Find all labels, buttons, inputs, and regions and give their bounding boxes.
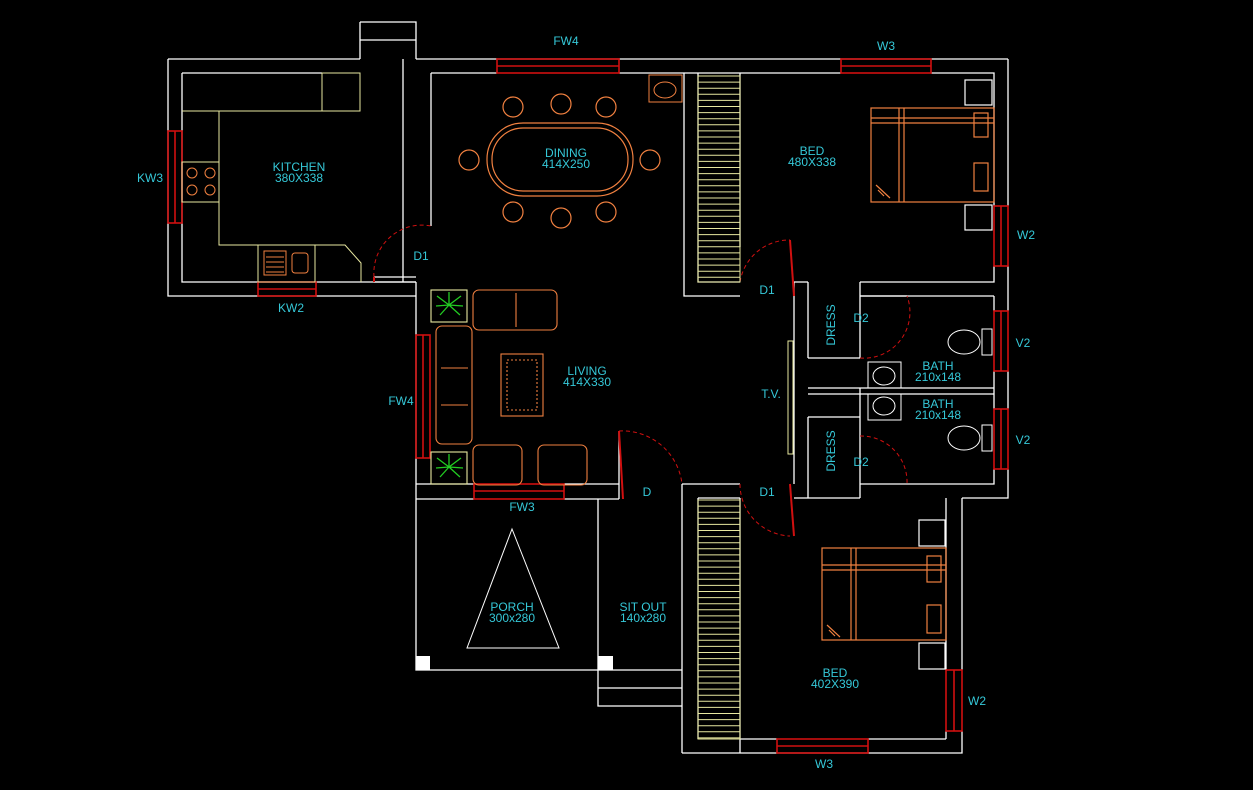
windows: [167, 58, 1009, 754]
toilets: [867, 328, 993, 452]
w3-bottom-label: W3: [815, 757, 833, 771]
fw4-left-label: FW4: [388, 394, 414, 408]
porch-roof: [466, 527, 560, 649]
stairs: [697, 75, 741, 740]
doors: [373, 224, 911, 537]
wash-basin: [648, 74, 683, 103]
dress-lower-label: DRESS: [824, 430, 838, 472]
d1-upper-label: D1: [759, 283, 775, 297]
d2-lower-label: D2: [853, 455, 869, 469]
kw3-label: KW3: [136, 171, 164, 185]
dress-upper-label: DRESS: [824, 304, 838, 346]
dining-set: [458, 93, 661, 229]
v2-upper-label: V2: [1015, 336, 1031, 350]
tv-label: T.V.: [761, 387, 781, 401]
w3-top-label: W3: [877, 39, 895, 53]
tv-unit: [787, 340, 794, 455]
fw4-top-label: FW4: [553, 34, 579, 48]
stair-flight: [697, 75, 741, 283]
stair-flight: [697, 499, 741, 740]
kitchen-counter: [181, 72, 362, 283]
w2-bottom-label: W2: [968, 694, 986, 708]
sofa-set: [430, 289, 588, 486]
d1-kitchen-label: D1: [413, 249, 429, 263]
w2-top-label: W2: [1017, 228, 1035, 242]
kw2-label: KW2: [277, 301, 305, 315]
d2-upper-label: D2: [853, 311, 869, 325]
bed-top: [870, 79, 995, 231]
bed-bottom: [821, 519, 947, 670]
stove: [186, 167, 309, 276]
d1-lower-label: D1: [759, 485, 775, 499]
plant-icons: [435, 292, 464, 478]
fw3-label: FW3: [509, 500, 535, 514]
v2-lower-label: V2: [1015, 433, 1031, 447]
columns: [416, 656, 613, 670]
d-main-label: D: [642, 485, 652, 499]
